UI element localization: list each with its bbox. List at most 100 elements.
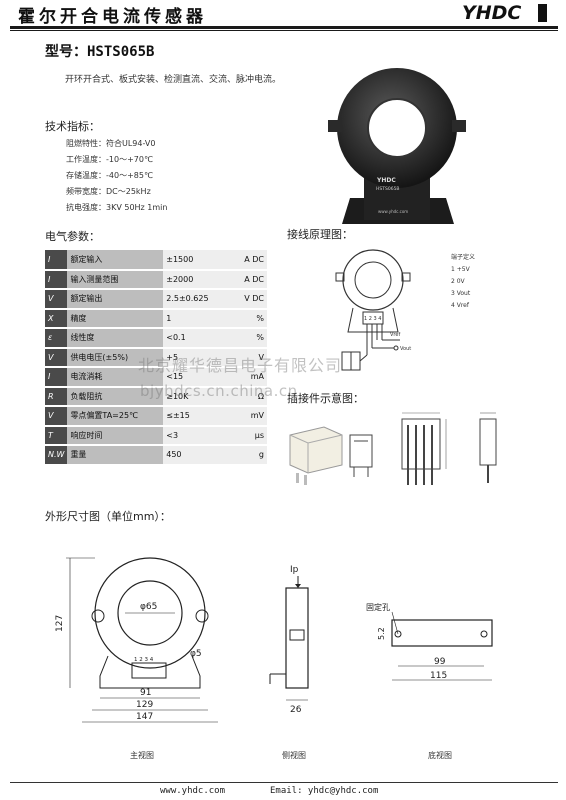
param-name: 精度 (67, 308, 164, 329)
footer-website: www.yhdc.com (160, 786, 226, 796)
spec-item: 频带宽度：DC～25kHz (66, 187, 151, 196)
dim-ip-label: Ip (290, 565, 299, 575)
connector-diagram (284, 405, 514, 500)
param-value: 450 (163, 445, 238, 466)
product-photo: YHDC HSTS065B www.yhdc.com (322, 58, 472, 226)
param-name: 线性度 (67, 328, 164, 349)
param-value: <15 (163, 367, 238, 388)
photo-model: HSTS065B (376, 186, 400, 192)
terminal-legend: 端子定义 1 +5V 2 0V 3 Vout 4 Vref (451, 252, 475, 312)
footer-email: Email: yhdc@yhdc.com (270, 786, 379, 796)
wiring-vout: Vout (400, 346, 411, 352)
dim-bottom-115: 115 (430, 671, 447, 681)
dim-hole: φ5 (190, 649, 202, 659)
param-symbol: V (45, 406, 68, 427)
dim-width-147: 147 (136, 712, 153, 722)
param-unit: A DC (237, 250, 267, 271)
footer-rule (10, 782, 558, 783)
dim-mount-hole-label: 固定孔 (366, 602, 390, 612)
param-value: ≤±15 (163, 406, 238, 427)
spec-item: 阻燃特性：符合UL94-V0 (66, 139, 156, 148)
param-unit: % (237, 308, 267, 329)
param-value: +5 (163, 347, 238, 368)
param-name: 额定输出 (67, 289, 164, 310)
header-rule (10, 26, 558, 29)
param-unit: Ω (237, 386, 267, 407)
dimensions-heading: 外形尺寸图（单位mm）： (45, 510, 171, 523)
param-value: <0.1 (163, 328, 238, 349)
header-rule-thin (10, 30, 558, 31)
document-title: 霍尔开合电流传感器 (18, 7, 207, 27)
param-symbol: N.W (45, 445, 68, 466)
wiring-diagram: 1 2 3 4 Vref Vout (328, 240, 418, 390)
param-name: 供电电压(±5%) (67, 347, 164, 368)
param-unit: μs (237, 425, 267, 446)
caption-front-view: 主视图 (130, 751, 154, 760)
param-name: 输入测量范围 (67, 269, 164, 290)
dim-bottom-99: 99 (434, 657, 446, 667)
dimension-drawing: φ65 φ5 1 2 3 4 127 91 129 147 Ip 26 固定孔 … (40, 548, 560, 748)
spec-item: 抗电强度：3KV 50Hz 1min (66, 203, 168, 212)
legend-title: 端子定义 (451, 254, 476, 261)
param-unit: V (237, 347, 267, 368)
param-symbol: I (45, 269, 68, 290)
dim-inner-diameter: φ65 (140, 602, 157, 612)
legend-item: 4 Vref (451, 302, 469, 309)
tech-spec-list: 阻燃特性：符合UL94-V0 工作温度：-10～+70℃ 存储温度：-40～+8… (66, 136, 167, 216)
dim-width-91: 91 (140, 688, 151, 698)
tech-heading: 技术指标： (45, 120, 100, 133)
param-name: 额定输入 (67, 250, 164, 271)
param-value: ≥10K (163, 386, 238, 407)
param-symbol: I (45, 250, 68, 271)
electrical-heading: 电气参数： (45, 230, 100, 243)
param-name: 零点偏置TA=25℃ (67, 406, 164, 427)
param-unit: g (237, 445, 267, 466)
param-value: ±2000 (163, 269, 238, 290)
param-symbol: V (45, 347, 68, 368)
spec-item: 存储温度：-40～+85℃ (66, 171, 153, 180)
dim-width-129: 129 (136, 700, 153, 710)
legend-item: 2 0V (451, 278, 465, 285)
param-symbol: X (45, 308, 68, 329)
dim-hole-height: 5.2 (377, 627, 386, 640)
param-unit: % (237, 328, 267, 349)
param-value: ±1500 (163, 250, 238, 271)
wiring-heading: 接线原理图： (287, 228, 353, 241)
model-number: 型号：HSTS065B (45, 44, 155, 60)
param-symbol: R (45, 386, 68, 407)
param-symbol: ε (45, 328, 68, 349)
param-name: 负载阻抗 (67, 386, 164, 407)
param-value: 2.5±0.625 (163, 289, 238, 310)
legend-item: 1 +5V (451, 266, 470, 273)
wiring-vref: Vref (390, 332, 400, 338)
param-symbol: I (45, 367, 68, 388)
dim-height: 127 (55, 615, 65, 632)
param-name: 响应时间 (67, 425, 164, 446)
brand-logo: YHDC (462, 2, 558, 24)
param-name: 电流消耗 (67, 367, 164, 388)
legend-item: 3 Vout (451, 290, 471, 297)
param-value: 1 (163, 308, 238, 329)
caption-side-view: 侧视图 (282, 751, 306, 760)
plug-heading: 插接件示意图： (287, 392, 364, 405)
param-unit: V DC (237, 289, 267, 310)
dim-side-width: 26 (290, 705, 302, 715)
svg-text:YHDC: YHDC (462, 2, 521, 24)
photo-url: www.yhdc.com (378, 209, 408, 214)
param-name: 重量 (67, 445, 164, 466)
param-value: <3 (163, 425, 238, 446)
product-description: 开环开合式、板式安装、检测直流、交流、脉冲电流。 (65, 75, 282, 85)
param-symbol: T (45, 425, 68, 446)
watermark-url: bjyhdcs.cn.china.cn (140, 382, 298, 400)
